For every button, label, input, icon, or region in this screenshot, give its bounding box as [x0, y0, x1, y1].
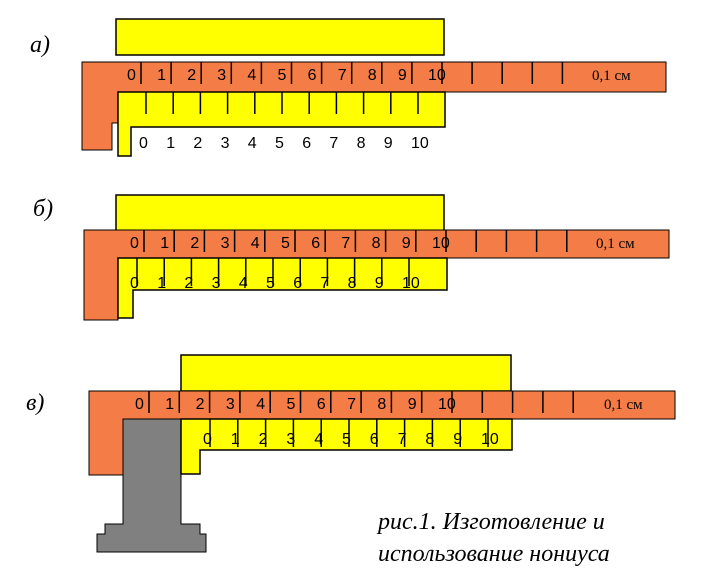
vernier-number-v: 4 [314, 431, 323, 448]
vernier-number-b: 3 [212, 275, 221, 292]
vernier-number-v: 5 [342, 431, 351, 448]
vernier-number-b: 7 [320, 275, 329, 292]
main-scale-number-a: 7 [338, 67, 347, 84]
main-scale-number-v: 8 [377, 396, 386, 413]
vernier-number-v: 3 [286, 431, 295, 448]
vernier-number-a: 2 [193, 135, 202, 152]
main-scale-number-a: 6 [308, 67, 317, 84]
main-scale-number-v: 3 [226, 396, 235, 413]
vernier-number-a: 0 [139, 135, 148, 152]
main-scale-number-v: 6 [317, 396, 326, 413]
vernier-number-v: 8 [425, 431, 434, 448]
vernier-number-b: 0 [130, 275, 139, 292]
figure-caption-line-2: использование нониуса [378, 541, 610, 567]
vernier-number-b: 5 [266, 275, 275, 292]
vernier-number-b: 9 [375, 275, 384, 292]
vernier-number-a: 7 [329, 135, 338, 152]
main-scale-number-v: 9 [408, 396, 417, 413]
main-scale-number-a: 2 [187, 67, 196, 84]
vernier-number-b: 1 [157, 275, 166, 292]
main-scale-number-a: 3 [217, 67, 226, 84]
main-scale-number-a: 1 [157, 67, 166, 84]
vernier-number-a: 9 [384, 135, 393, 152]
unit-label-b: 0,1 см [596, 236, 635, 252]
main-scale-number-b: 8 [372, 235, 381, 252]
main-scale-number-v: 0 [135, 396, 144, 413]
vernier-number-a: 8 [357, 135, 366, 152]
vernier-number-v: 10 [481, 431, 499, 448]
main-scale-number-b: 3 [221, 235, 230, 252]
main-scale-number-b: 2 [190, 235, 199, 252]
vernier-number-a: 10 [411, 135, 429, 152]
vernier-slider-b [117, 257, 448, 319]
vernier-number-v: 6 [370, 431, 379, 448]
main-scale-number-b: 9 [402, 235, 411, 252]
main-scale-number-a: 5 [278, 67, 287, 84]
panel-label-v: в) [26, 390, 45, 416]
slider-top-block-v [180, 354, 512, 392]
main-scale-number-b: 1 [160, 235, 169, 252]
main-scale-number-v: 10 [438, 396, 456, 413]
main-scale-number-a: 9 [398, 67, 407, 84]
vernier-number-v: 0 [203, 431, 212, 448]
vernier-number-a: 5 [275, 135, 284, 152]
main-scale-number-b: 6 [311, 235, 320, 252]
vernier-number-a: 1 [166, 135, 175, 152]
vernier-number-b: 4 [239, 275, 248, 292]
main-scale-bar-v [88, 390, 676, 476]
slider-top-block-b [115, 194, 445, 232]
main-scale-number-b: 0 [130, 235, 139, 252]
figure-caption-line-1: рис.1. Изготовление и [378, 509, 605, 535]
vernier-number-b: 10 [402, 275, 420, 292]
vernier-number-a: 3 [221, 135, 230, 152]
main-scale-number-v: 4 [256, 396, 265, 413]
main-scale-number-b: 7 [341, 235, 350, 252]
vernier-number-b: 8 [348, 275, 357, 292]
main-scale-number-b: 10 [432, 235, 450, 252]
unit-label-v: 0,1 см [604, 397, 643, 413]
unit-label-a: 0,1 см [592, 68, 631, 84]
vernier-number-a: 6 [302, 135, 311, 152]
main-scale-number-b: 4 [251, 235, 260, 252]
main-scale-number-a: 0 [127, 67, 136, 84]
panel-label-a: а) [30, 32, 50, 58]
panel-label-b: б) [33, 196, 54, 222]
main-scale-number-v: 7 [347, 396, 356, 413]
main-scale-number-a: 4 [247, 67, 256, 84]
measured-object-v [96, 418, 207, 553]
vernier-number-b: 6 [293, 275, 302, 292]
main-scale-number-a: 10 [428, 67, 446, 84]
vernier-number-v: 9 [453, 431, 462, 448]
vernier-number-a: 4 [248, 135, 257, 152]
vernier-number-v: 2 [259, 431, 268, 448]
vernier-number-v: 1 [231, 431, 240, 448]
vernier-slider-v [180, 418, 513, 475]
vernier-number-v: 7 [398, 431, 407, 448]
main-scale-number-v: 5 [287, 396, 296, 413]
vernier-number-b: 2 [184, 275, 193, 292]
main-scale-number-a: 8 [368, 67, 377, 84]
slider-top-block-a [115, 18, 445, 56]
main-scale-number-v: 2 [196, 396, 205, 413]
main-scale-number-b: 5 [281, 235, 290, 252]
main-scale-number-v: 1 [165, 396, 174, 413]
